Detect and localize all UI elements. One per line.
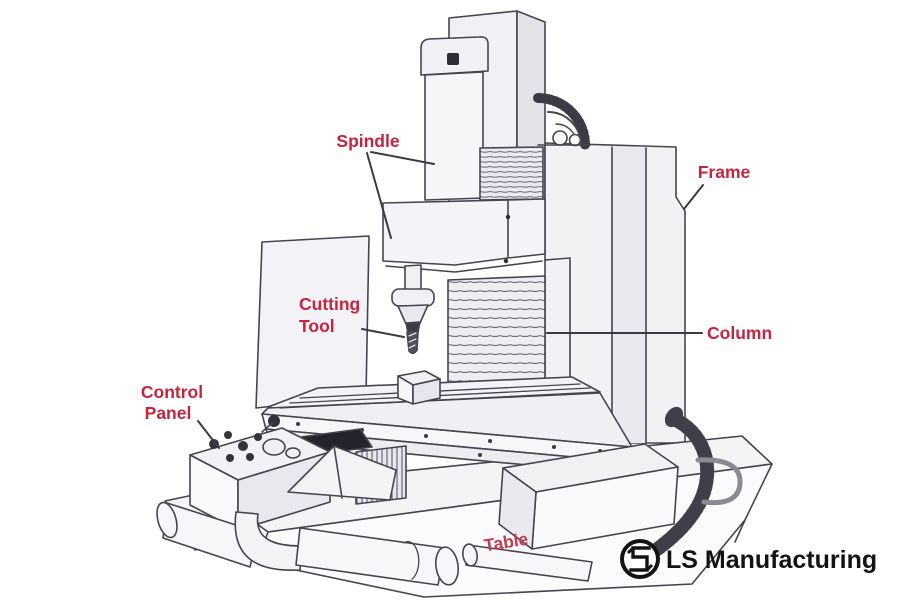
label-control-panel-line2: Panel [145, 403, 192, 423]
spindle-motor [420, 36, 489, 201]
workpiece-block [397, 370, 441, 405]
frame-body [544, 142, 686, 444]
leader-control-panel [197, 420, 220, 449]
brand-logo: LS Manufacturing [620, 539, 877, 579]
upper-bellows [479, 146, 544, 201]
cutting-tool-assembly [391, 264, 435, 355]
electrical-box [498, 443, 679, 550]
label-spindle: Spindle [336, 131, 399, 151]
logo-wordmark: LS Manufacturing [666, 546, 877, 574]
chip-rollers [156, 501, 593, 586]
leader-cutting-tool [361, 328, 405, 338]
leader-spindle-b [366, 152, 392, 239]
leader-spindle-a [370, 151, 435, 165]
leader-frame [683, 184, 704, 210]
label-frame: Frame [698, 162, 751, 182]
part-labels: Spindle Frame Cutting Tool Column Contro… [141, 131, 772, 555]
control-knobs [209, 415, 280, 462]
control-panel-box [189, 415, 331, 531]
cable-loop [695, 457, 743, 506]
ls-monogram-icon [620, 539, 660, 579]
pulley-wheel [533, 93, 591, 150]
wedge-cover [287, 445, 397, 501]
label-column: Column [707, 323, 772, 343]
label-cutting-tool-line1: Cutting [299, 294, 360, 314]
label-control-panel-line1: Control [141, 382, 203, 402]
label-cutting-tool-line2: Tool [299, 316, 335, 336]
machine-illustration [156, 10, 773, 598]
leader-lines [197, 151, 704, 449]
